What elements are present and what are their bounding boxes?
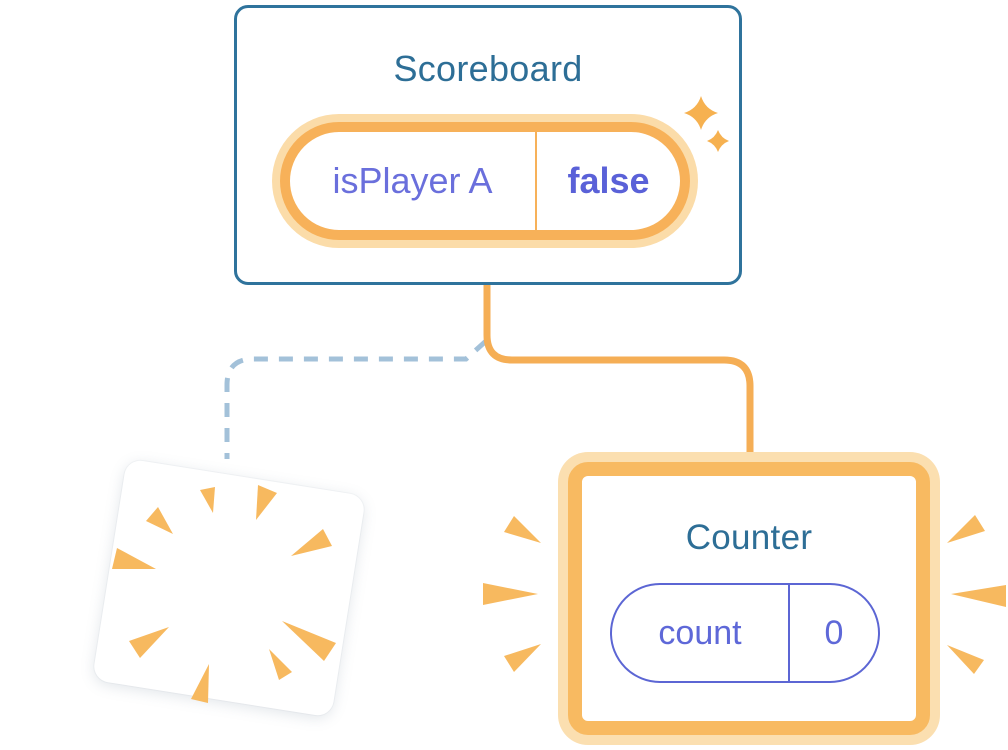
counter-title: Counter (685, 518, 813, 557)
scoreboard-state-value: false (567, 160, 650, 201)
connector-dashed-line (224, 339, 488, 459)
scoreboard-card: Scoreboard isPlayer A false (234, 5, 742, 285)
counter-state-name: count (658, 613, 742, 652)
scoreboard-pill-divider (535, 132, 537, 230)
counter-card: Counter count 0 (568, 462, 930, 735)
connector-orange-line (483, 283, 754, 459)
scoreboard-title: Scoreboard (393, 48, 583, 89)
counter-state-pill: count 0 (610, 583, 880, 683)
emphasis-marks-right-icon (947, 515, 1006, 674)
scoreboard-state-pill: isPlayer A false (280, 122, 690, 240)
counter-pill-divider (788, 585, 790, 681)
scoreboard-state-name: isPlayer A (332, 160, 493, 201)
counter-state-value: 0 (824, 613, 844, 652)
emphasis-marks-left-icon (483, 516, 541, 672)
poof-card (91, 458, 367, 718)
